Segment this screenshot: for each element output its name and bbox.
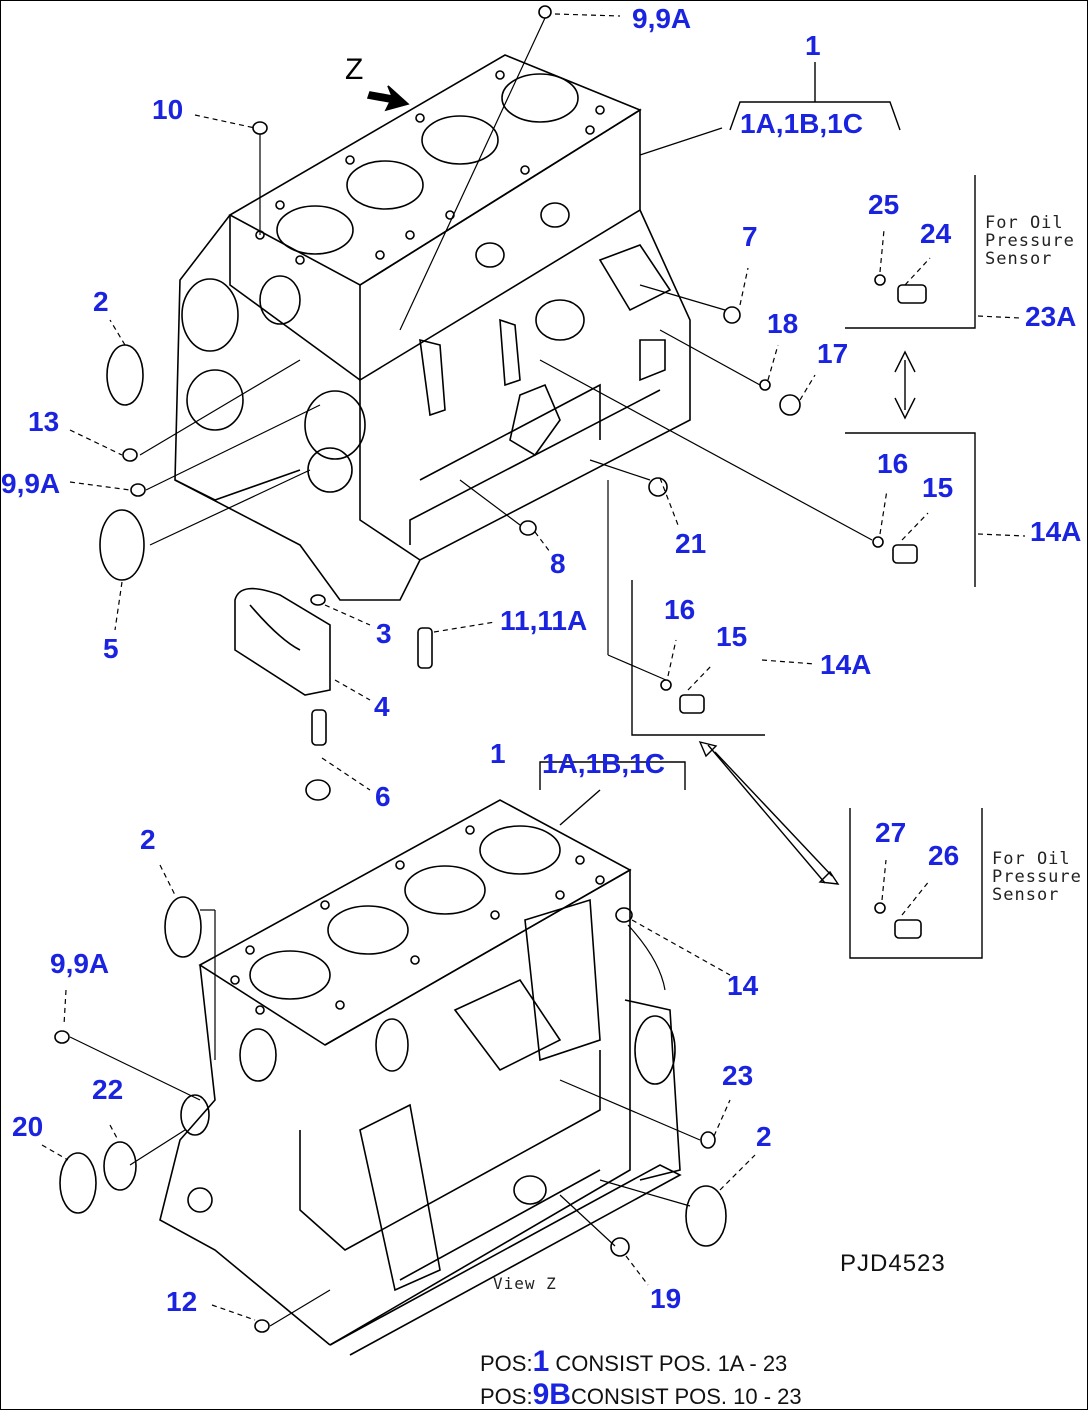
callout-26: 26 (928, 840, 960, 871)
callout-1a-1b-1c-bottom: 1A,1B,1C (542, 748, 665, 779)
callout-23: 23 (722, 1060, 754, 1091)
footer-line-1-prefix: POS: (480, 1351, 533, 1376)
footer-line-1-pos: 1 (532, 1345, 550, 1378)
oil-pressure-sensor-note-bottom: For Oil Pressure Sensor (992, 849, 1082, 905)
callout-19: 19 (650, 1283, 682, 1314)
leader-lines-upper (69, 13, 1026, 791)
callout-24: 24 (920, 218, 952, 249)
oil-pressure-sensor-note-top: For Oil Pressure Sensor (985, 213, 1075, 269)
callout-16-upper: 16 (877, 448, 909, 479)
callout-9-9a-left: 9,9A (1, 468, 61, 499)
footer-line-2-text: CONSIST POS. 10 - 23 (570, 1384, 802, 1409)
callout-2-lower-right: 2 (756, 1121, 772, 1152)
cylinder-block-upper (174, 54, 691, 601)
callout-4: 4 (374, 691, 390, 722)
callout-10: 10 (152, 94, 184, 125)
callout-13: 13 (28, 406, 60, 437)
callout-9-9a-bottom: 9,9A (50, 948, 110, 979)
callout-7: 7 (742, 221, 758, 252)
small-parts-upper (122, 5, 927, 714)
callout-5: 5 (103, 633, 119, 664)
bearing-cap-assembly (99, 344, 433, 801)
callout-9-9a-top: 9,9A (632, 3, 692, 34)
callout-21: 21 (675, 528, 707, 559)
footer-line-1-text: CONSIST POS. 1A - 23 (555, 1351, 788, 1376)
callout-15-middle: 15 (716, 621, 748, 652)
callout-25: 25 (868, 189, 900, 220)
leader-lines-lower (41, 859, 931, 1321)
footer-line-2: POS:9BCONSIST POS. 10 - 23 (480, 1378, 802, 1412)
footer-line-1: POS:1 CONSIST POS. 1A - 23 (480, 1345, 787, 1379)
callout-15-upper: 15 (922, 472, 954, 503)
callout-12: 12 (166, 1286, 198, 1317)
callout-20: 20 (12, 1111, 44, 1142)
solid-leaders-lower (69, 909, 701, 1327)
callout-11-11a: 11,11A (500, 605, 588, 636)
callout-2-lower-left: 2 (140, 824, 156, 855)
group-brackets (539, 62, 901, 826)
callout-14: 14 (727, 970, 759, 1001)
callout-27: 27 (875, 817, 907, 848)
view-z-label: Z (345, 53, 364, 86)
callout-22: 22 (92, 1074, 124, 1105)
callout-23a: 23A (1025, 301, 1077, 332)
callout-1-top: 1 (805, 30, 821, 61)
footer-line-2-prefix: POS: (480, 1384, 533, 1409)
callout-6: 6 (375, 781, 391, 812)
small-parts-lower (54, 896, 922, 1333)
callout-2-upper: 2 (93, 286, 109, 317)
footer-line-2-pos: 9B (532, 1378, 571, 1411)
view-z-caption: View Z (493, 1274, 557, 1293)
callout-18: 18 (767, 308, 799, 339)
callout-3: 3 (376, 618, 392, 649)
solid-leaders-upper (139, 17, 873, 681)
callout-8: 8 (550, 548, 566, 579)
callout-14a-middle: 14A (820, 649, 872, 680)
cylinder-block-lower (159, 799, 682, 1356)
callout-16-middle: 16 (664, 594, 696, 625)
option-boxes (631, 175, 983, 959)
callout-1-bottom: 1 (490, 738, 506, 769)
drawing-code: PJD4523 (840, 1250, 946, 1277)
callout-1a-1b-1c-top: 1A,1B,1C (740, 108, 863, 139)
callout-14a-upper: 14A (1030, 516, 1082, 547)
callout-17: 17 (817, 338, 849, 369)
view-z-arrow (366, 85, 410, 112)
